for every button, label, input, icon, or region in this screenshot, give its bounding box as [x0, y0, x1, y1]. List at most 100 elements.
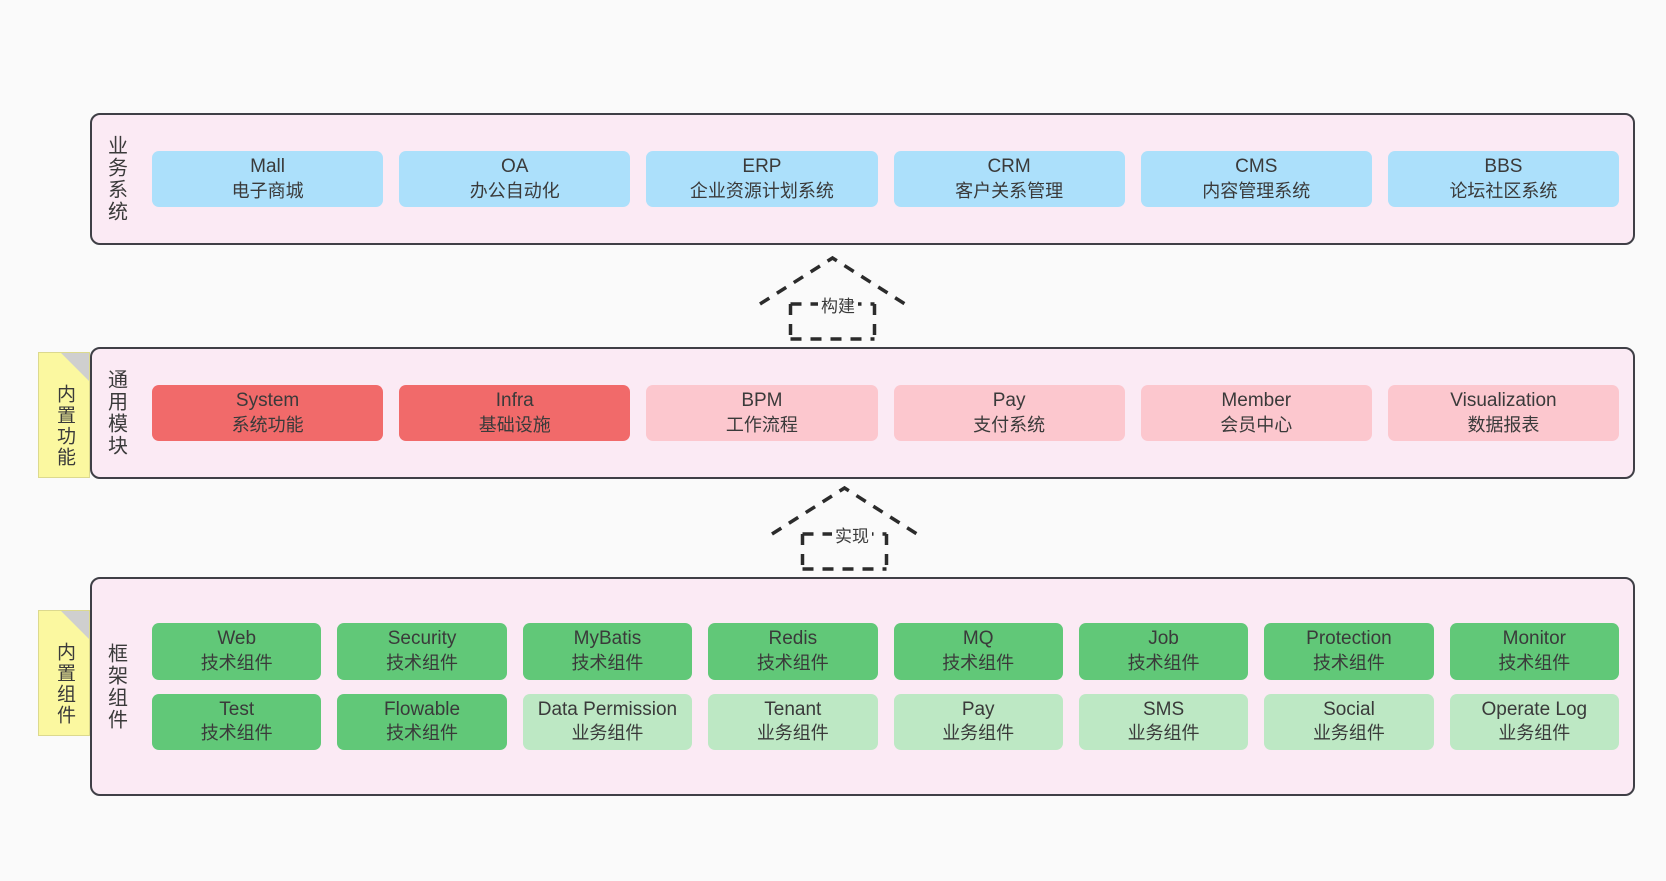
card-subtitle: 内容管理系统 [1202, 180, 1311, 201]
card-tenant[interactable]: Tenant 业务组件 [708, 693, 878, 750]
card-title: Mall [250, 155, 285, 177]
layer-body-business: Mall 电子商城 OA 办公自动化 ERP 企业资源计划系统 CRM 客户关系管理 CMS 内容… [138, 115, 1633, 243]
card-subtitle: 办公自动化 [469, 180, 560, 201]
card-subtitle: 技术组件 [200, 653, 273, 674]
card-title: ERP [742, 155, 782, 177]
card-subtitle: 系统功能 [231, 414, 304, 435]
layer-framework-component: 框架组件 Web 技术组件 Security 技术组件 MyBatis 技术组件 Redis 技… [90, 577, 1635, 796]
card-subtitle: 技术组件 [571, 653, 644, 674]
card-subtitle: 数据报表 [1467, 414, 1540, 435]
card-flowable[interactable]: Flowable 技术组件 [337, 693, 507, 750]
card-title: Job [1148, 628, 1179, 650]
card-visualization[interactable]: Visualization 数据报表 [1387, 384, 1620, 442]
card-subtitle: 业务组件 [942, 723, 1015, 744]
card-subtitle: 业务组件 [1312, 723, 1385, 744]
card-subtitle: 电子商城 [231, 180, 304, 201]
card-mybatis[interactable]: MyBatis 技术组件 [522, 623, 693, 680]
card-mq[interactable]: MQ 技术组件 [893, 623, 1063, 680]
card-mall[interactable]: Mall 电子商城 [152, 150, 384, 208]
card-oa[interactable]: OA 办公自动化 [399, 150, 631, 208]
card-operate-log[interactable]: Operate Log 业务组件 [1449, 693, 1619, 750]
card-title: Protection [1306, 628, 1392, 650]
connector-label-implement: 实现 [832, 522, 872, 547]
card-crm[interactable]: CRM 客户关系管理 [893, 150, 1125, 208]
card-title: SMS [1142, 698, 1185, 720]
card-subtitle: 客户关系管理 [955, 180, 1064, 201]
card-subtitle: 技术组件 [1127, 653, 1200, 674]
card-subtitle: 业务组件 [1127, 723, 1200, 744]
card-social[interactable]: Social 业务组件 [1264, 693, 1434, 750]
card-title: CMS [1235, 155, 1278, 177]
card-security[interactable]: Security 技术组件 [337, 623, 507, 680]
card-system[interactable]: System 系统功能 [152, 384, 384, 442]
card-title: Pay [961, 698, 995, 720]
card-cms[interactable]: CMS 内容管理系统 [1140, 150, 1372, 208]
connector-build: 构建 [759, 255, 906, 341]
card-subtitle: 技术组件 [386, 653, 459, 674]
card-title: Tenant [764, 698, 822, 720]
card-monitor[interactable]: Monitor 技术组件 [1449, 623, 1619, 680]
card-title: Test [219, 698, 255, 720]
card-infra[interactable]: Infra 基础设施 [399, 384, 631, 442]
card-web[interactable]: Web 技术组件 [152, 623, 322, 680]
card-subtitle: 支付系统 [973, 414, 1046, 435]
card-subtitle: 企业资源计划系统 [689, 180, 834, 201]
card-pay[interactable]: Pay 支付系统 [893, 384, 1125, 442]
card-title: BBS [1484, 155, 1523, 177]
card-subtitle: 工作流程 [725, 414, 798, 435]
card-subtitle: 技术组件 [386, 723, 459, 744]
card-title: Web [217, 628, 257, 650]
card-subtitle: 会员中心 [1220, 414, 1293, 435]
card-subtitle: 业务组件 [571, 723, 644, 744]
card-title: Social [1323, 698, 1375, 720]
card-subtitle: 技术组件 [756, 653, 829, 674]
card-erp[interactable]: ERP 企业资源计划系统 [646, 150, 878, 208]
card-subtitle: 基础设施 [478, 414, 551, 435]
card-title: Operate Log [1481, 698, 1588, 720]
card-title: Member [1221, 389, 1292, 411]
card-title: Redis [768, 628, 818, 650]
card-row: Mall 电子商城 OA 办公自动化 ERP 企业资源计划系统 CRM 客户关系管理 CMS 内容… [152, 150, 1620, 208]
card-title: Visualization [1450, 389, 1557, 411]
card-title: MQ [962, 628, 994, 650]
layer-title-business: 业务系统 [104, 135, 127, 223]
card-job[interactable]: Job 技术组件 [1078, 623, 1249, 680]
card-subtitle: 技术组件 [1498, 653, 1571, 674]
card-title: Security [387, 628, 457, 650]
card-title: CRM [987, 155, 1031, 177]
arrow-head-icon [771, 485, 918, 536]
card-sms[interactable]: SMS 业务组件 [1078, 693, 1249, 750]
arrow-head-icon [759, 255, 906, 306]
sticky-note-framework-component: 内置组件 [38, 610, 90, 736]
layer-title-common-module: 通用模块 [104, 369, 127, 457]
card-member[interactable]: Member 会员中心 [1140, 384, 1372, 442]
card-title: Pay [992, 389, 1026, 411]
connector-label-build: 构建 [818, 292, 858, 317]
card-subtitle: 技术组件 [200, 723, 273, 744]
card-title: OA [501, 155, 529, 177]
card-title: Monitor [1502, 628, 1566, 650]
card-subtitle: 业务组件 [1498, 723, 1571, 744]
card-pay[interactable]: Pay 业务组件 [893, 693, 1063, 750]
card-bbs[interactable]: BBS 论坛社区系统 [1387, 150, 1620, 208]
card-test[interactable]: Test 技术组件 [152, 693, 322, 750]
card-subtitle: 业务组件 [756, 723, 829, 744]
sticky-note-common-module: 内置功能 [38, 352, 90, 478]
card-subtitle: 论坛社区系统 [1449, 180, 1558, 201]
layer-title-framework-component: 框架组件 [104, 642, 127, 731]
card-title: Infra [495, 389, 534, 411]
card-title: Flowable [384, 698, 461, 720]
card-title: MyBatis [573, 628, 642, 650]
card-redis[interactable]: Redis 技术组件 [708, 623, 878, 680]
card-title: System [235, 389, 300, 411]
card-subtitle: 技术组件 [942, 653, 1015, 674]
